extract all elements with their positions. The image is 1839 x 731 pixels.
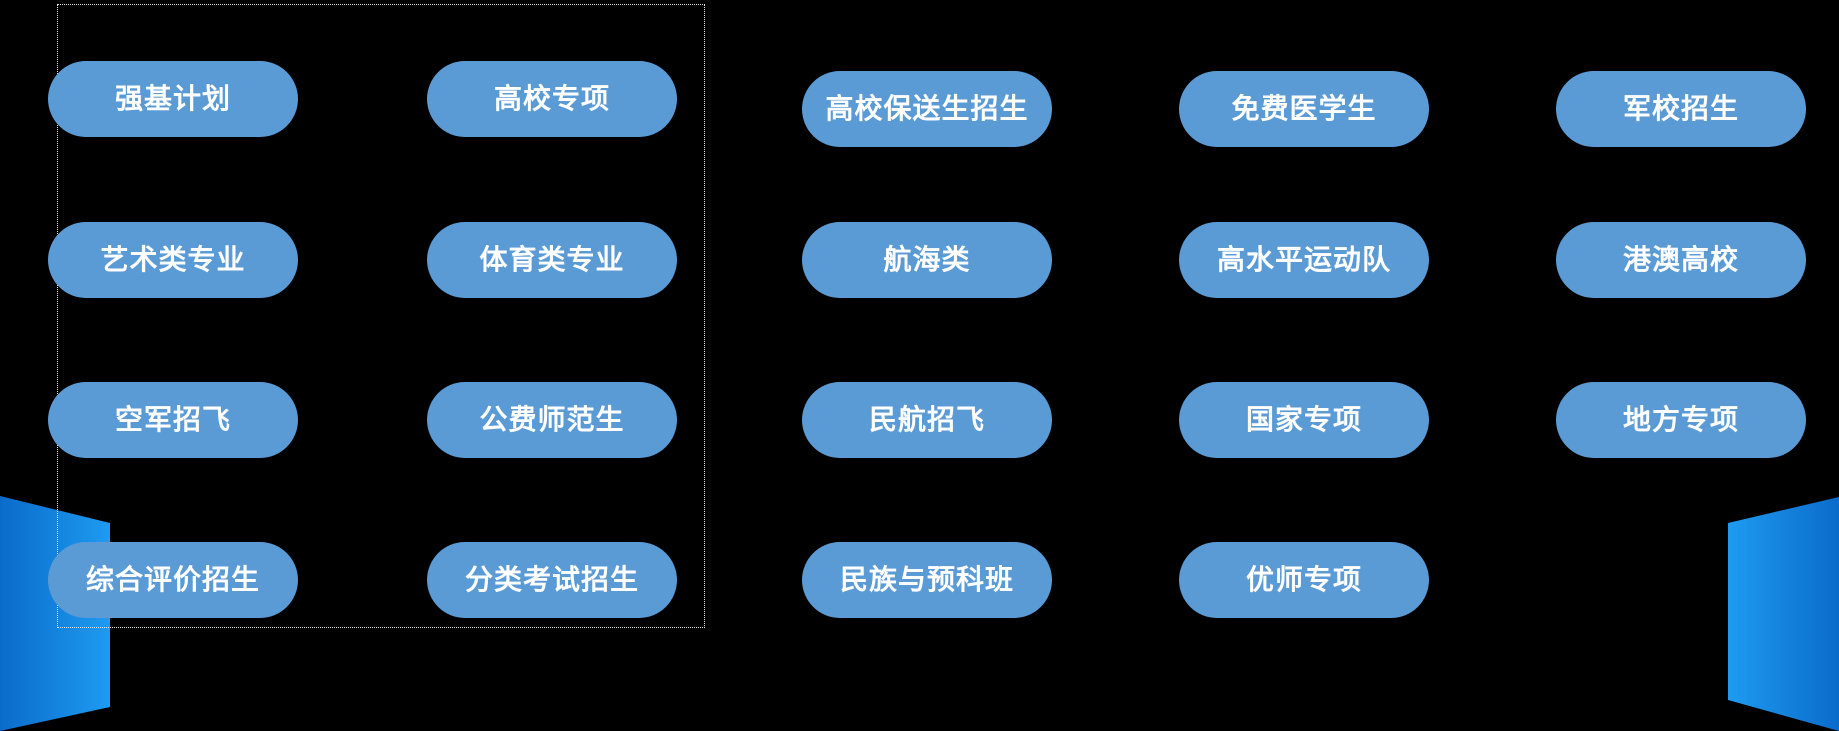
right-ribbon-decoration: [1728, 497, 1839, 731]
diagram-node-label: 军校招生: [1622, 93, 1739, 124]
diagram-node-label: 优师专项: [1245, 564, 1362, 595]
diagram-node: 高水平运动队: [1179, 222, 1429, 298]
diagram-node: 优师专项: [1179, 542, 1429, 618]
diagram-node: 综合评价招生: [48, 542, 298, 618]
diagram-node-label: 空军招飞: [114, 404, 231, 435]
diagram-node-label: 港澳高校: [1622, 244, 1739, 275]
diagram-node-label: 民族与预科班: [839, 564, 1014, 595]
diagram-node-label: 艺术类专业: [100, 244, 246, 275]
diagram-node: 民航招飞: [802, 382, 1052, 458]
diagram-node: 航海类: [802, 222, 1052, 298]
diagram-node: 港澳高校: [1556, 222, 1806, 298]
diagram-node-label: 免费医学生: [1231, 93, 1377, 124]
dotted-group-border: [57, 4, 705, 628]
diagram-node: 国家专项: [1179, 382, 1429, 458]
diagram-node-label: 高校保送生招生: [825, 93, 1029, 124]
diagram-node-label: 高水平运动队: [1216, 244, 1391, 275]
diagram-node: 公费师范生: [427, 382, 677, 458]
diagram-node: 艺术类专业: [48, 222, 298, 298]
diagram-node: 体育类专业: [427, 222, 677, 298]
diagram-node: 空军招飞: [48, 382, 298, 458]
diagram-node: 强基计划: [48, 61, 298, 137]
diagram-node-label: 公费师范生: [479, 404, 625, 435]
diagram-node-label: 强基计划: [114, 83, 231, 114]
diagram-node: 分类考试招生: [427, 542, 677, 618]
diagram-node-label: 分类考试招生: [464, 564, 639, 595]
diagram-node: 免费医学生: [1179, 71, 1429, 147]
diagram-node-label: 体育类专业: [479, 244, 625, 275]
diagram-node: 民族与预科班: [802, 542, 1052, 618]
diagram-node-label: 综合评价招生: [85, 564, 260, 595]
diagram-node: 高校保送生招生: [802, 71, 1052, 147]
diagram-node: 军校招生: [1556, 71, 1806, 147]
diagram-node-label: 航海类: [883, 244, 971, 275]
diagram-node: 高校专项: [427, 61, 677, 137]
diagram-node-label: 国家专项: [1245, 404, 1362, 435]
diagram-node-label: 民航招飞: [868, 404, 985, 435]
diagram-node: 地方专项: [1556, 382, 1806, 458]
diagram-node-label: 高校专项: [493, 83, 610, 114]
diagram-node-label: 地方专项: [1622, 404, 1739, 435]
